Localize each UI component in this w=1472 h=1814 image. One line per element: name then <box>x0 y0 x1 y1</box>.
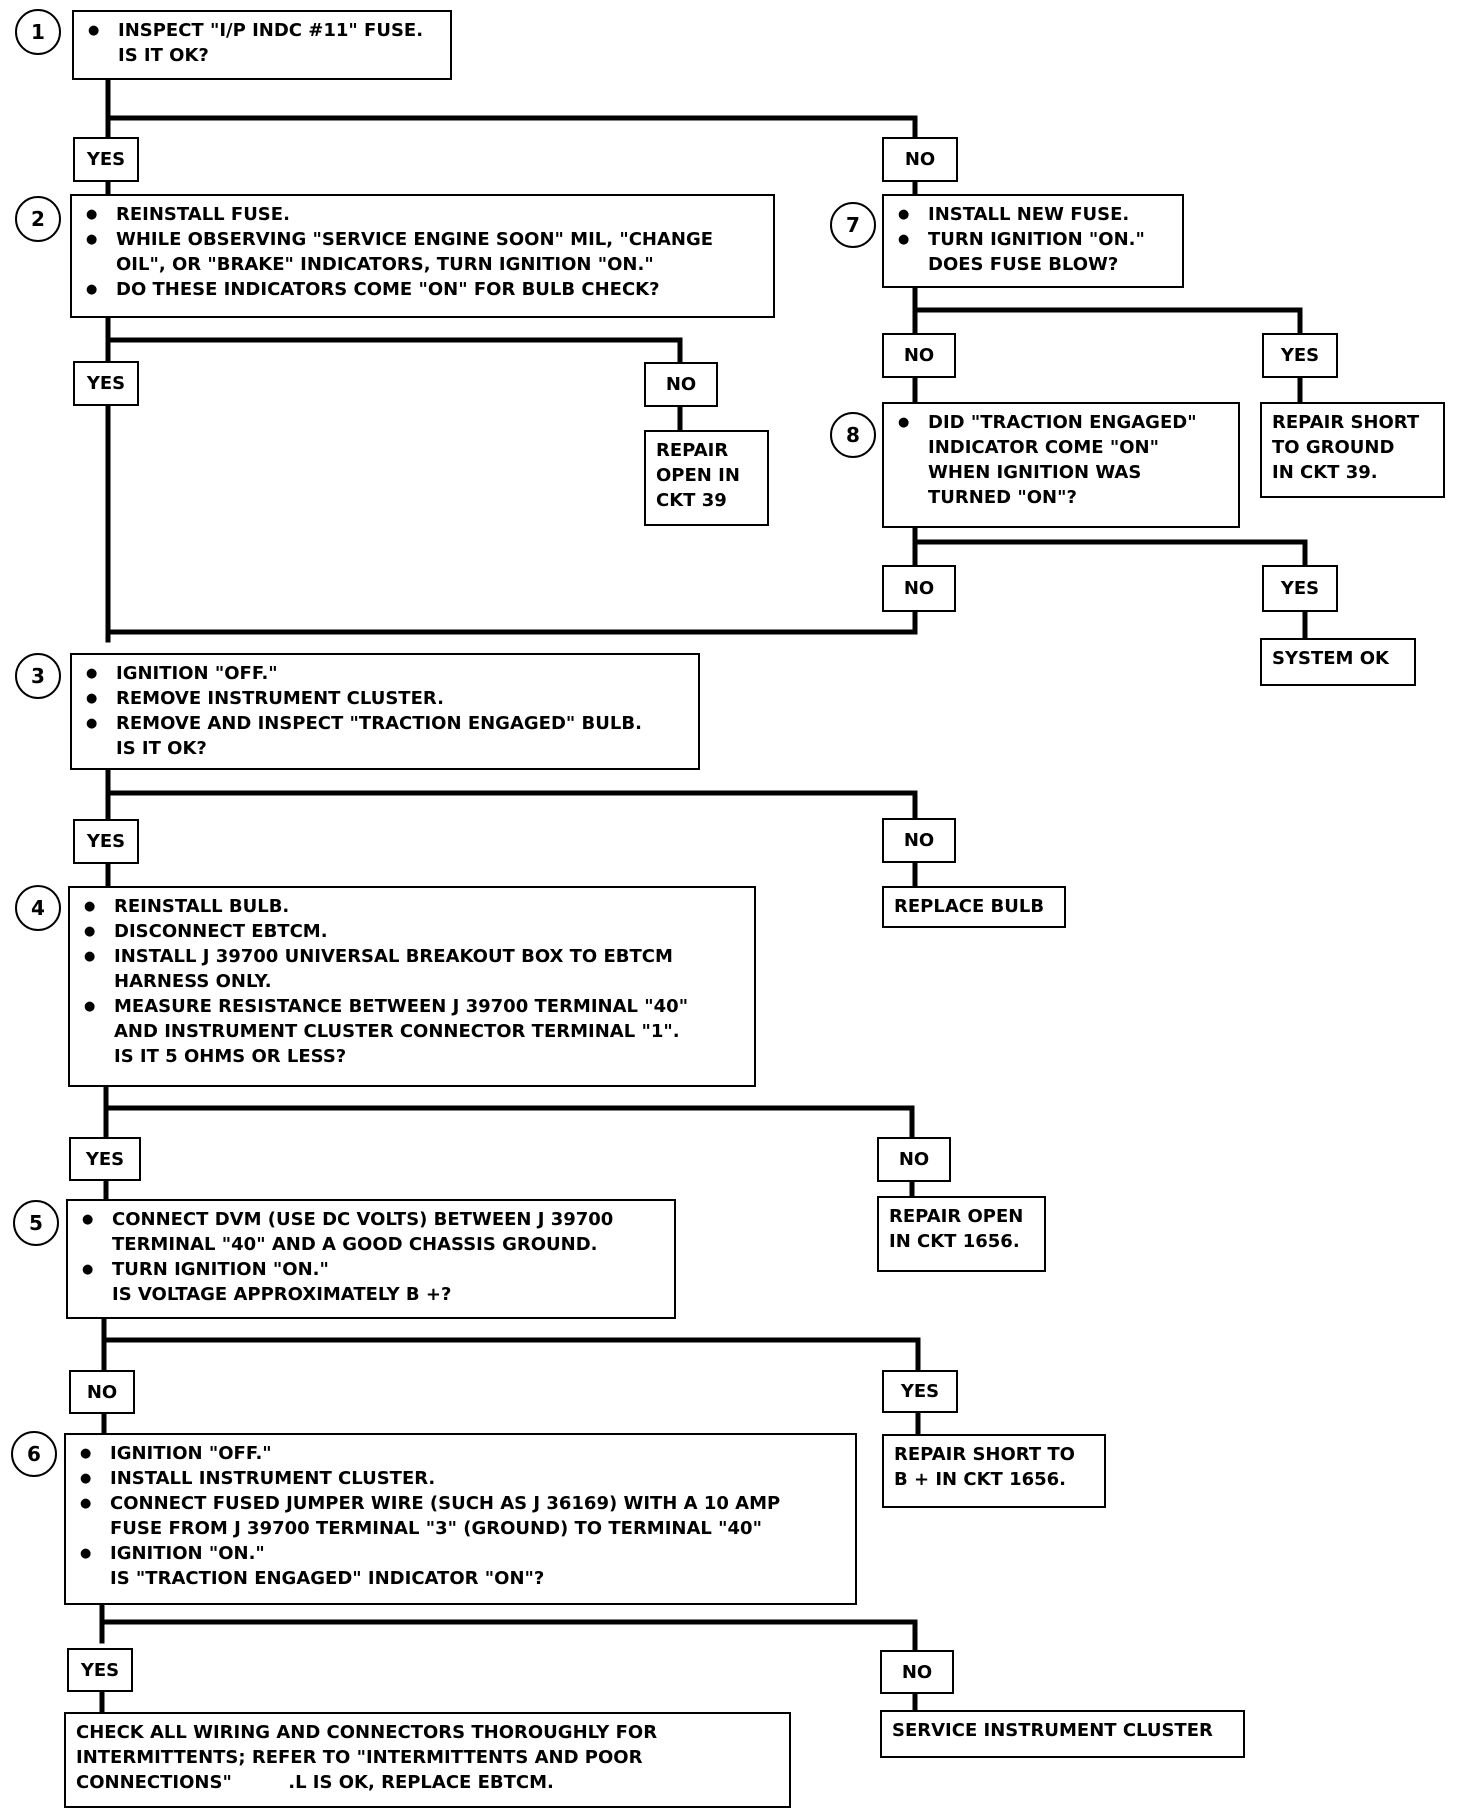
yes-label: YES <box>69 1137 141 1181</box>
step-5-box: CONNECT DVM (USE DC VOLTS) BETWEEN J 397… <box>66 1199 676 1319</box>
step-6-question: IS "TRACTION ENGAGED" INDICATOR "ON"? <box>110 1568 545 1589</box>
step-1-line-1: INSPECT "I/P INDC #11" FUSE. <box>84 18 440 43</box>
result-line: CHECK ALL WIRING AND CONNECTORS THOROUGH… <box>76 1722 658 1743</box>
result-repair-short-ckt1656: REPAIR SHORT TO B + IN CKT 1656. <box>882 1434 1106 1508</box>
step-6-line-4: IGNITION "ON." <box>76 1541 845 1566</box>
step-3-question: IS IT OK? <box>116 738 207 759</box>
step-7-question: DOES FUSE BLOW? <box>928 254 1119 275</box>
step-6-line-3: CONNECT FUSED JUMPER WIRE (SUCH AS J 361… <box>76 1491 845 1516</box>
step-8-line-4: TURNED "ON"? <box>928 487 1077 508</box>
step-4-line-3-cont: HARNESS ONLY. <box>114 971 272 992</box>
step-number-3: 3 <box>15 653 61 699</box>
step-5-line-2: TURN IGNITION "ON." <box>78 1257 664 1282</box>
no-label: NO <box>644 362 718 407</box>
result-line: REPAIR OPEN <box>889 1206 1024 1227</box>
result-repair-open-ckt39: REPAIR OPEN IN CKT 39 <box>644 430 769 526</box>
step-4-line-1: REINSTALL BULB. <box>80 894 744 919</box>
result-line: SYSTEM OK <box>1272 648 1389 669</box>
step-number-6: 6 <box>11 1431 57 1477</box>
step-6-line-2: INSTALL INSTRUMENT CLUSTER. <box>76 1466 845 1491</box>
result-line: CKT 39 <box>656 490 727 511</box>
yes-label: YES <box>67 1648 133 1692</box>
step-1-box: INSPECT "I/P INDC #11" FUSE. IS IT OK? <box>72 10 452 80</box>
step-number-2: 2 <box>15 196 61 242</box>
step-8-box: DID "TRACTION ENGAGED" INDICATOR COME "O… <box>882 402 1240 528</box>
step-4-line-4: MEASURE RESISTANCE BETWEEN J 39700 TERMI… <box>80 994 744 1019</box>
result-line: REPAIR SHORT TO <box>894 1444 1075 1465</box>
no-label: NO <box>880 1650 954 1694</box>
step-4-line-4-cont: AND INSTRUMENT CLUSTER CONNECTOR TERMINA… <box>114 1021 680 1042</box>
yes-label: YES <box>73 361 139 406</box>
no-label: NO <box>882 333 956 378</box>
step-3-box: IGNITION "OFF." REMOVE INSTRUMENT CLUSTE… <box>70 653 700 770</box>
step-8-line-1: DID "TRACTION ENGAGED" <box>894 410 1228 435</box>
step-6-line-3-cont: FUSE FROM J 39700 TERMINAL "3" (GROUND) … <box>110 1518 762 1539</box>
step-4-question: IS IT 5 OHMS OR LESS? <box>114 1046 347 1067</box>
step-2-line-2: WHILE OBSERVING "SERVICE ENGINE SOON" MI… <box>82 227 763 252</box>
result-service-instrument-cluster: SERVICE INSTRUMENT CLUSTER <box>880 1710 1245 1758</box>
step-2-line-2-cont: OIL", OR "BRAKE" INDICATORS, TURN IGNITI… <box>116 254 654 275</box>
step-4-line-3: INSTALL J 39700 UNIVERSAL BREAKOUT BOX T… <box>80 944 744 969</box>
result-line: REPLACE BULB <box>894 896 1045 917</box>
step-8-line-2: INDICATOR COME "ON" <box>928 437 1159 458</box>
result-line: IN CKT 1656. <box>889 1231 1020 1252</box>
step-2-line-3: DO THESE INDICATORS COME "ON" FOR BULB C… <box>82 277 763 302</box>
step-8-line-3: WHEN IGNITION WAS <box>928 462 1142 483</box>
step-1-question: IS IT OK? <box>118 45 209 66</box>
no-label: NO <box>877 1137 951 1182</box>
result-replace-bulb: REPLACE BULB <box>882 886 1066 928</box>
result-check-wiring: CHECK ALL WIRING AND CONNECTORS THOROUGH… <box>64 1712 791 1808</box>
step-number-5: 5 <box>13 1200 59 1246</box>
step-number-4: 4 <box>15 885 61 931</box>
step-2-line-1: REINSTALL FUSE. <box>82 202 763 227</box>
yes-label: YES <box>73 819 139 864</box>
result-line: IN CKT 39. <box>1272 462 1378 483</box>
no-label: NO <box>69 1370 135 1414</box>
step-3-line-3: REMOVE AND INSPECT "TRACTION ENGAGED" BU… <box>82 711 688 736</box>
step-4-box: REINSTALL BULB. DISCONNECT EBTCM. INSTAL… <box>68 886 756 1087</box>
result-line: B + IN CKT 1656. <box>894 1469 1067 1490</box>
result-line: CONNECTIONS" .L IS OK, REPLACE EBTCM. <box>76 1772 554 1793</box>
step-6-box: IGNITION "OFF." INSTALL INSTRUMENT CLUST… <box>64 1433 857 1605</box>
step-3-line-2: REMOVE INSTRUMENT CLUSTER. <box>82 686 688 711</box>
result-line: REPAIR SHORT <box>1272 412 1420 433</box>
step-number-1: 1 <box>15 9 61 55</box>
result-line: TO GROUND <box>1272 437 1395 458</box>
step-3-line-1: IGNITION "OFF." <box>82 661 688 686</box>
step-number-7: 7 <box>830 202 876 248</box>
result-line: INTERMITTENTS; REFER TO "INTERMITTENTS A… <box>76 1747 643 1768</box>
step-5-question: IS VOLTAGE APPROXIMATELY B +? <box>112 1284 452 1305</box>
step-7-box: INSTALL NEW FUSE. TURN IGNITION "ON." DO… <box>882 194 1184 288</box>
step-5-line-1-cont: TERMINAL "40" AND A GOOD CHASSIS GROUND. <box>112 1234 598 1255</box>
step-6-line-1: IGNITION "OFF." <box>76 1441 845 1466</box>
result-line: OPEN IN <box>656 465 740 486</box>
yes-label: YES <box>882 1370 958 1413</box>
step-4-line-2: DISCONNECT EBTCM. <box>80 919 744 944</box>
result-repair-open-ckt1656: REPAIR OPEN IN CKT 1656. <box>877 1196 1046 1272</box>
yes-label: YES <box>1262 333 1338 378</box>
yes-label: YES <box>73 137 139 182</box>
step-number-8: 8 <box>830 412 876 458</box>
result-line: REPAIR <box>656 440 729 461</box>
result-repair-short-ckt39: REPAIR SHORT TO GROUND IN CKT 39. <box>1260 402 1445 498</box>
no-label: NO <box>882 137 958 182</box>
step-7-line-1: INSTALL NEW FUSE. <box>894 202 1172 227</box>
step-2-box: REINSTALL FUSE. WHILE OBSERVING "SERVICE… <box>70 194 775 318</box>
yes-label: YES <box>1262 565 1338 612</box>
result-system-ok: SYSTEM OK <box>1260 638 1416 686</box>
step-5-line-1: CONNECT DVM (USE DC VOLTS) BETWEEN J 397… <box>78 1207 664 1232</box>
result-line: SERVICE INSTRUMENT CLUSTER <box>892 1720 1213 1741</box>
no-label: NO <box>882 818 956 863</box>
no-label: NO <box>882 565 956 612</box>
step-7-line-2: TURN IGNITION "ON." <box>894 227 1172 252</box>
